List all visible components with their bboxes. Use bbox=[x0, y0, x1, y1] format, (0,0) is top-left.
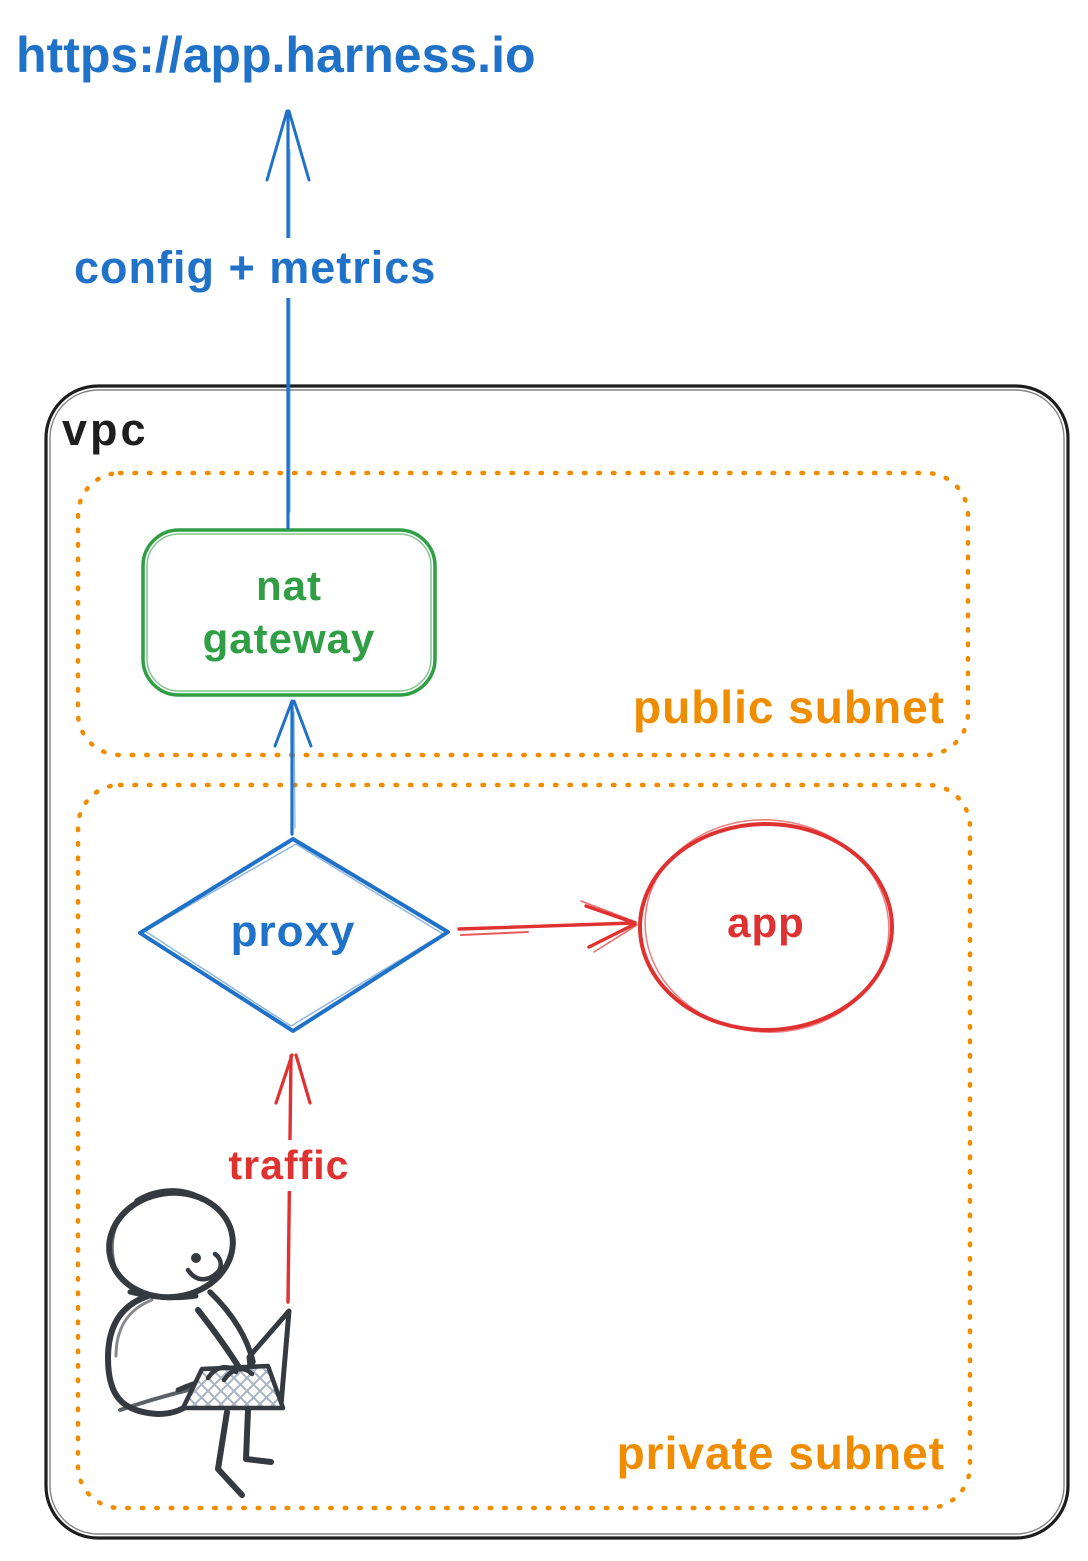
nat-gateway-box bbox=[141, 528, 437, 697]
nat-gateway-label: nat gateway bbox=[143, 530, 435, 695]
app-label: app bbox=[727, 899, 805, 946]
proxy-to-app-arrow bbox=[457, 900, 638, 953]
vpc-box bbox=[44, 384, 1070, 1540]
traffic-label: traffic bbox=[196, 1140, 382, 1191]
url-label: https://app.harness.io bbox=[16, 27, 536, 83]
public-subnet-box bbox=[75, 470, 971, 758]
config-metrics-arrow bbox=[265, 109, 311, 530]
vpc-label: vpc bbox=[62, 404, 149, 455]
nat-gateway-label-line1: nat bbox=[256, 562, 322, 609]
proxy-diamond bbox=[138, 837, 450, 1033]
person-with-laptop-icon bbox=[105, 1188, 292, 1498]
private-subnet-label: private subnet bbox=[616, 1427, 945, 1479]
config-metrics-label: config + metrics bbox=[64, 238, 447, 298]
public-subnet-label: public subnet bbox=[633, 681, 945, 733]
proxy-label: proxy bbox=[230, 907, 356, 956]
private-subnet-box bbox=[75, 782, 973, 1511]
proxy-to-nat-arrow bbox=[273, 699, 313, 836]
nat-gateway-label-line2: gateway bbox=[202, 614, 376, 662]
app-circle bbox=[638, 819, 894, 1033]
